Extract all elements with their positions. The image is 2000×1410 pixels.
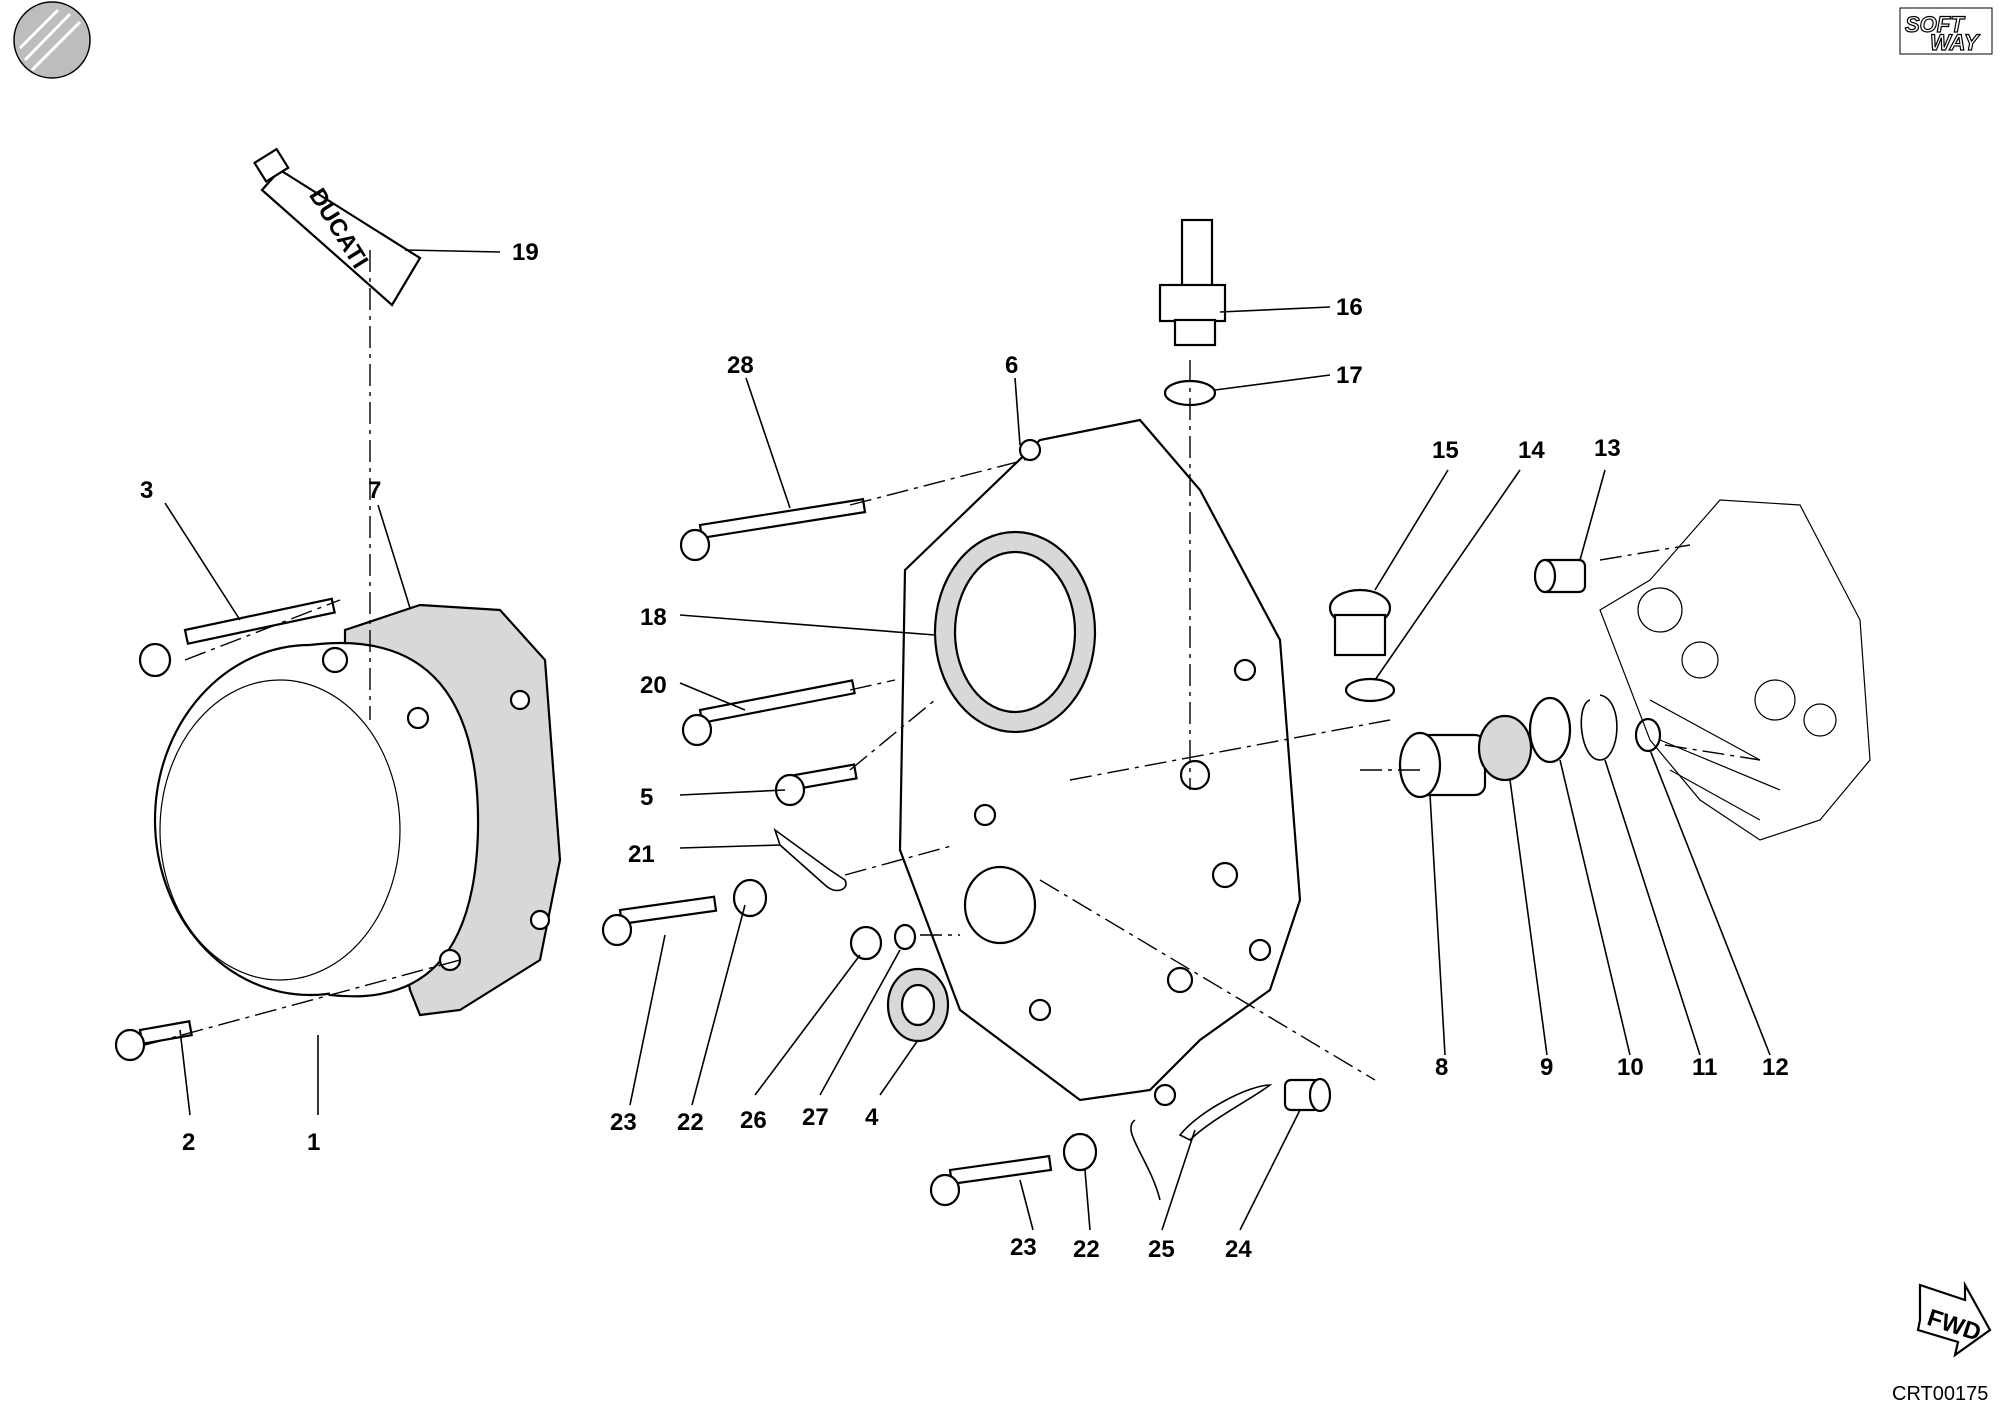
bolt-20 bbox=[681, 679, 856, 747]
label-18: 18 bbox=[640, 604, 667, 631]
svg-text:WAY: WAY bbox=[1930, 30, 1981, 55]
bushing-13 bbox=[1533, 558, 1587, 594]
label-2: 2 bbox=[182, 1129, 195, 1156]
bushing-24 bbox=[1283, 1077, 1332, 1113]
engine-outline bbox=[1599, 499, 1871, 841]
label-14: 14 bbox=[1518, 437, 1545, 464]
label-12: 12 bbox=[1762, 1054, 1789, 1081]
bolt-28 bbox=[679, 497, 867, 562]
o-ring-14 bbox=[1344, 677, 1396, 703]
bolt-2 bbox=[114, 1020, 193, 1062]
washer-27 bbox=[893, 923, 917, 951]
drawing-code: CRT00175 bbox=[1892, 1383, 1988, 1405]
label-7: 7 bbox=[368, 477, 381, 504]
brand-logo: SOFT WAY bbox=[1899, 7, 1993, 56]
sleeve-8 bbox=[1398, 731, 1487, 799]
label-20: 20 bbox=[640, 672, 667, 699]
label-24: 24 bbox=[1225, 1236, 1252, 1263]
seal-9 bbox=[1477, 714, 1533, 782]
label-3: 3 bbox=[140, 477, 153, 504]
bolt-3 bbox=[138, 597, 336, 678]
label-9: 9 bbox=[1540, 1054, 1553, 1081]
label-11: 11 bbox=[1692, 1054, 1717, 1081]
label-5: 5 bbox=[640, 784, 653, 811]
label-19: 19 bbox=[512, 239, 539, 266]
ducati-sealant-tube: DUCATI bbox=[253, 147, 422, 307]
label-23-lower: 23 bbox=[1010, 1234, 1037, 1261]
plug-15 bbox=[1328, 588, 1392, 657]
label-21: 21 bbox=[628, 841, 655, 868]
svg-text:SOFT: SOFT bbox=[1905, 12, 1965, 37]
label-15: 15 bbox=[1432, 437, 1459, 464]
label-8: 8 bbox=[1435, 1054, 1448, 1081]
washer-26 bbox=[849, 925, 883, 961]
circlip-11 bbox=[1580, 694, 1618, 761]
assembly-axis-lines bbox=[144, 250, 1761, 1081]
label-10: 10 bbox=[1617, 1054, 1644, 1081]
callout-labels: 19 1 2 3 7 28 6 18 20 5 21 23 22 26 27 4… bbox=[140, 239, 1789, 1263]
label-28: 28 bbox=[727, 352, 754, 379]
label-17: 17 bbox=[1336, 362, 1363, 389]
clutch-cover bbox=[153, 603, 562, 1017]
label-1: 1 bbox=[307, 1129, 320, 1156]
seal-4 bbox=[886, 967, 950, 1043]
label-25: 25 bbox=[1148, 1236, 1175, 1263]
washer-10 bbox=[1528, 696, 1572, 764]
bolt-23-upper bbox=[601, 895, 718, 947]
label-26: 26 bbox=[740, 1107, 767, 1134]
forward-arrow-icon: FWD bbox=[1916, 1280, 1992, 1358]
clip-21 bbox=[773, 827, 847, 892]
label-22-lower: 22 bbox=[1073, 1236, 1100, 1263]
washer-22-upper bbox=[732, 878, 768, 918]
washer-22-lower bbox=[1062, 1132, 1098, 1172]
label-16: 16 bbox=[1336, 294, 1363, 321]
sensor-16 bbox=[1158, 218, 1227, 347]
label-23-upper: 23 bbox=[610, 1109, 637, 1136]
label-4: 4 bbox=[865, 1104, 879, 1131]
bolt-5 bbox=[774, 763, 858, 807]
leader-lines bbox=[164, 249, 1771, 1231]
main-cover bbox=[898, 418, 1302, 1107]
label-6: 6 bbox=[1005, 352, 1018, 379]
clip-25 bbox=[1130, 1084, 1273, 1201]
label-22-upper: 22 bbox=[677, 1109, 704, 1136]
bolt-23-lower bbox=[929, 1154, 1053, 1207]
label-27: 27 bbox=[802, 1104, 829, 1131]
corner-mark-icon bbox=[13, 1, 91, 79]
label-13: 13 bbox=[1594, 435, 1621, 462]
